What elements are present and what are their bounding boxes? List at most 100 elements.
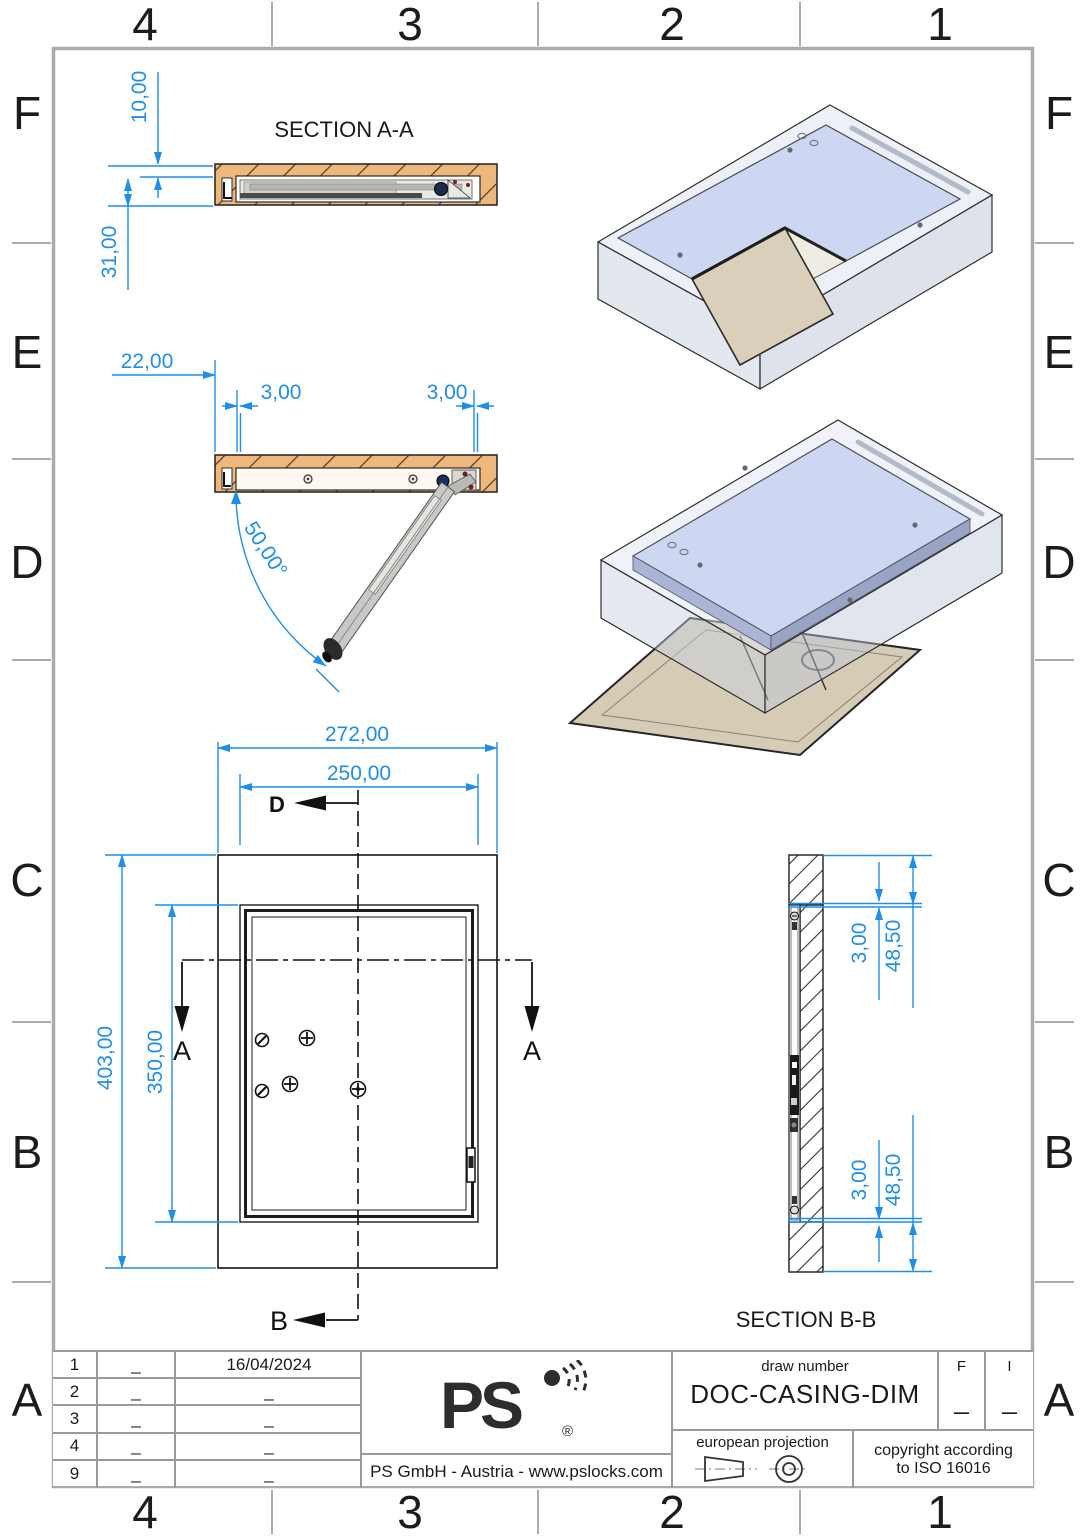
cut-label-a-right: A — [523, 1036, 541, 1066]
front-screws — [254, 1029, 367, 1099]
ps-logo-text: PS — [440, 1368, 522, 1442]
grid-col-label: 2 — [659, 0, 685, 50]
revision-no: 2 — [53, 1379, 98, 1407]
dim-22: 22,00 — [121, 350, 174, 373]
grid-col-label: 1 — [927, 0, 953, 50]
iso-view-closed — [596, 104, 994, 391]
projection-cell: european projection — [673, 1431, 854, 1488]
revision-mark: _ — [98, 1379, 176, 1407]
grid-col-label: 3 — [397, 0, 423, 50]
revision-mark: _ — [98, 1406, 176, 1434]
cut-label-d: D — [269, 792, 285, 817]
ps-logo-graphic: PS ® — [440, 1359, 587, 1442]
draw-number-label: draw number — [761, 1358, 849, 1375]
dim-403: 403,00 — [94, 1026, 117, 1090]
grid-col-label: 4 — [132, 1486, 158, 1536]
revision-no: 4 — [53, 1433, 98, 1461]
section-bb-title: SECTION B-B — [736, 1307, 877, 1332]
revision-date: _ — [176, 1434, 362, 1461]
field-i-value: _ — [1002, 1385, 1017, 1415]
revision-no: 1 — [53, 1352, 98, 1380]
cut-label-a-left: A — [173, 1036, 191, 1066]
revision-no: 9 — [53, 1460, 98, 1488]
dim-3-top: 3,00 — [848, 923, 871, 964]
dim-272: 272,00 — [325, 723, 389, 746]
dim-250: 250,00 — [327, 762, 391, 785]
section-aa-dim-lines — [108, 72, 213, 290]
open-flap-arm — [322, 481, 456, 663]
projection-label: european projection — [696, 1434, 829, 1451]
ps-logo-soundwaves-icon — [561, 1359, 587, 1393]
grid-labels: 4 3 2 1 4 3 2 1 F E D C B A F E D C B A — [10, 0, 1075, 1536]
field-i-cell: I _ — [986, 1352, 1033, 1431]
field-i-label: I — [1007, 1358, 1012, 1375]
grid-row-label: A — [1044, 1374, 1075, 1426]
dim-3-right: 3,00 — [427, 381, 468, 404]
company-line: PS GmbH - Austria - www.pslocks.com — [362, 1453, 671, 1488]
latch-mechanism-closed — [239, 179, 473, 200]
title-block-right: draw number DOC-CASING-DIM F _ I _ europ… — [673, 1352, 1033, 1488]
cut-label-b: B — [270, 1306, 288, 1336]
section-aa-view: SECTION A-A 10,00 31,00 — [98, 71, 498, 290]
grid-row-label: D — [1042, 536, 1075, 588]
field-f-cell: F _ — [939, 1352, 986, 1431]
revision-no: 3 — [53, 1406, 98, 1434]
draw-number-cell: draw number DOC-CASING-DIM — [673, 1352, 939, 1431]
registered-mark: ® — [562, 1423, 573, 1440]
grid-row-label: C — [1042, 854, 1075, 906]
company-logo-cell: PS ® PS GmbH - Austria - www.pslocks.com — [362, 1352, 673, 1488]
dim-350: 350,00 — [144, 1030, 167, 1094]
revision-mark: _ — [98, 1460, 176, 1488]
cut-arrows — [174, 795, 540, 1328]
revision-mark: _ — [98, 1352, 176, 1380]
revision-table: 1 _ 16/04/2024 2 _ _ 3 _ _ 4 _ _ 9 _ _ — [53, 1352, 362, 1488]
front-view: D B A A 272,00 250,00 403,00 350,00 — [94, 723, 541, 1336]
grid-row-label: C — [10, 854, 43, 906]
field-f-label: F — [956, 1358, 967, 1375]
revision-mark: _ — [98, 1433, 176, 1461]
copyright-line2: to ISO 16016 — [896, 1459, 991, 1477]
grid-row-label: F — [1045, 87, 1073, 139]
section-bb-view: 3,00 48,50 3,00 48,50 SECTION B-B — [736, 854, 932, 1332]
dim-485-bottom: 48,50 — [882, 1154, 905, 1207]
iso-view-open — [567, 419, 1004, 757]
iso-open-flap — [567, 616, 923, 757]
revision-date: _ — [176, 1379, 362, 1407]
grid-row-label: E — [12, 326, 43, 378]
european-projection-icon — [694, 1455, 809, 1483]
dim-31: 31,00 — [98, 226, 121, 279]
field-f-value: _ — [954, 1385, 969, 1415]
revision-date: 16/04/2024 — [176, 1352, 362, 1380]
copyright-cell: copyright according to ISO 16016 — [854, 1431, 1033, 1488]
grid-row-label: F — [13, 87, 41, 139]
grid-col-label: 3 — [397, 1486, 423, 1536]
grid-row-label: B — [1044, 1126, 1075, 1178]
grid-col-label: 4 — [132, 0, 158, 50]
bb-dim-lines — [788, 854, 932, 1273]
ps-logo-dot — [543, 1369, 560, 1386]
grid-row-label: B — [12, 1126, 43, 1178]
copyright-line1: copyright according — [874, 1441, 1013, 1459]
revision-date: _ — [264, 1464, 274, 1484]
open-flap-section-view: 22,00 3,00 3,00 50,00° — [112, 350, 498, 693]
dim-10: 10,00 — [128, 71, 151, 124]
dim-3-bottom: 3,00 — [848, 1160, 871, 1201]
grid-row-label: A — [12, 1374, 43, 1426]
hinge-assembly — [436, 469, 477, 496]
dim-3-left: 3,00 — [261, 381, 302, 404]
section-aa-title: SECTION A-A — [274, 117, 414, 142]
lock-mechanism-bb — [790, 1055, 799, 1132]
draw-number-value: DOC-CASING-DIM — [690, 1379, 920, 1409]
dim-485-top: 48,50 — [882, 920, 905, 973]
front-dim-lines — [105, 742, 498, 1269]
open-section-dim-lines — [112, 360, 494, 693]
grid-col-label: 1 — [927, 1486, 953, 1536]
sheet-frame: 4 3 2 1 4 3 2 1 F E D C B A F E D C B A — [10, 0, 1075, 1536]
grid-col-label: 2 — [659, 1486, 685, 1536]
ps-logo: PS ® — [362, 1352, 671, 1453]
grid-row-label: E — [1044, 326, 1075, 378]
title-block: 1 _ 16/04/2024 2 _ _ 3 _ _ 4 _ _ 9 _ _ P… — [53, 1350, 1033, 1488]
dim-angle-50: 50,00° — [239, 518, 291, 582]
